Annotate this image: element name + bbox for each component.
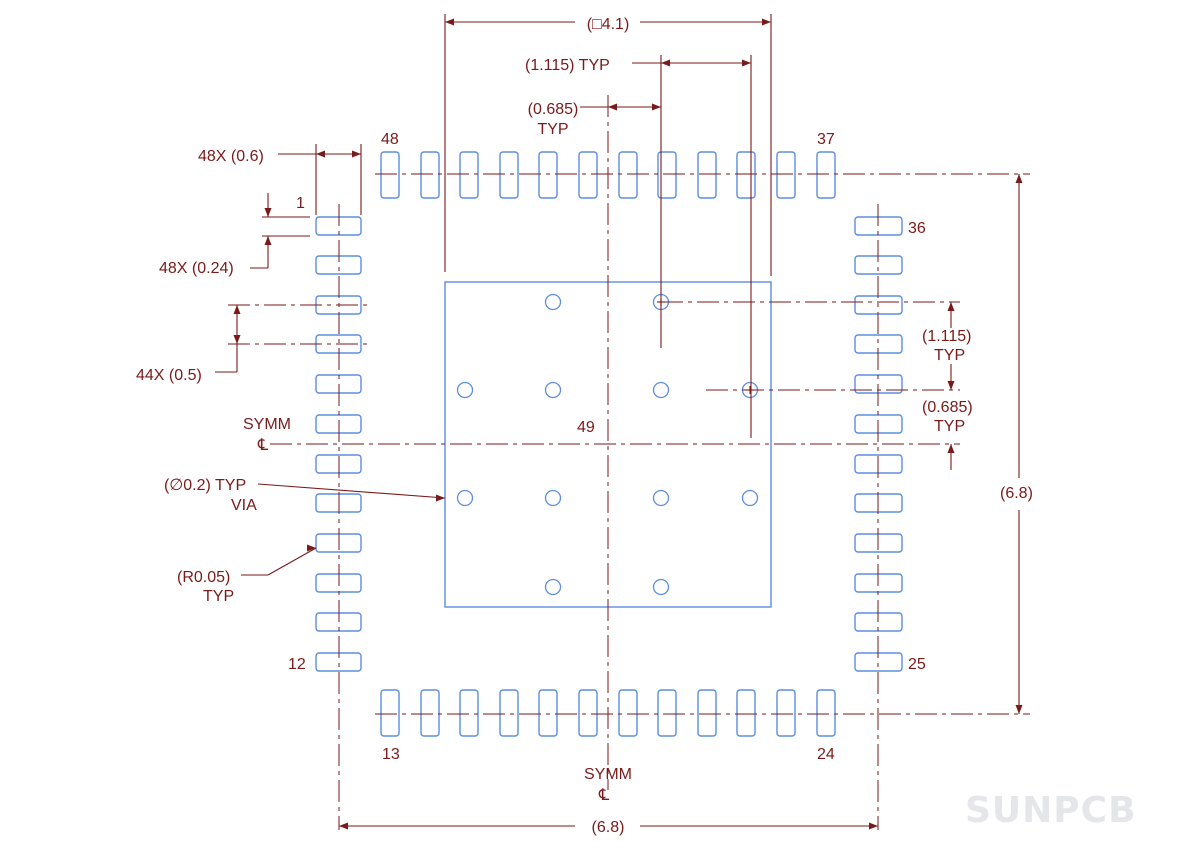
right-685-label: (0.685) [922,399,973,416]
bottom-pad [816,689,836,737]
dimension-arrow [947,444,955,453]
watermark: SUNPCB [965,790,1137,831]
via [544,578,562,596]
dimension-arrow [264,236,272,245]
right-1115-typ-label: TYP [934,347,965,364]
dimension-arrow [233,305,241,314]
symm-left-label: SYMM [243,416,291,433]
bottom-overall-label: (6.8) [592,819,625,836]
dimension-arrow [947,381,955,390]
dimension-arrow [233,335,241,344]
dimension-arrow [869,822,878,830]
bottom-pad [776,689,796,737]
dimension-line [267,547,317,576]
top-pad [459,151,479,199]
top-pad [657,151,677,199]
bottom-pad [736,689,756,737]
radius-label: (R0.05) [177,569,230,586]
top-overall-dim-label: (□4.1) [587,16,630,33]
top-pitch-1115-label: (1.115) TYP [525,57,610,74]
dimension-arrow [316,150,325,158]
top-pad [736,151,756,199]
dimension-arrow [445,18,454,26]
via [456,381,474,399]
right-1115-label: (1.115) [922,328,972,345]
bottom-pad [499,689,519,737]
top-pad [538,151,558,199]
bottom-pad [380,689,400,737]
right-685-typ-label: TYP [934,418,965,435]
via [544,293,562,311]
right-overall-label: (6.8) [1000,485,1033,502]
top-pad [697,151,717,199]
top-pad [499,151,519,199]
symm-bottom-label: SYMM [584,766,632,783]
dimension-arrow [1015,705,1023,714]
dimension-line [257,483,446,499]
top-pad [776,151,796,199]
via [652,381,670,399]
top-pad [380,151,400,199]
pad-width-label: 48X (0.6) [198,148,264,165]
top-pad [420,151,440,199]
pin-49-label: 49 [577,419,595,436]
dimension-arrow [436,494,445,502]
bottom-pad [538,689,558,737]
pin-13-label: 13 [382,746,400,763]
pin-36-label: 36 [908,220,926,237]
bottom-pad [578,689,598,737]
pin-24-label: 24 [817,746,835,763]
via [652,489,670,507]
via [652,578,670,596]
pad-length-label: 1 [296,195,305,212]
bottom-pad [420,689,440,737]
top-pitch-685-typ-label: TYP [537,121,568,138]
dimension-arrow [947,302,955,311]
via [456,489,474,507]
dimension-arrow [742,59,751,67]
pin-12-label: 12 [288,656,306,673]
via-label: VIA [231,497,257,514]
dimension-arrow [264,208,272,217]
dimension-arrow [307,544,316,552]
via [544,489,562,507]
dimension-arrow [608,103,617,111]
pitch-label: 44X (0.5) [136,367,202,384]
radius-typ-label: TYP [203,588,234,605]
pad-group [315,151,903,737]
bottom-pad [459,689,479,737]
top-pitch-685-label: (0.685) [528,101,579,118]
bottom-pad [657,689,677,737]
bottom-pad [697,689,717,737]
bottom-pad [618,689,638,737]
pin-37-label: 37 [817,131,835,148]
symm-bottom-cl-symbol: ℄ [598,787,610,804]
top-pad [578,151,598,199]
via [741,489,759,507]
dimension-lines [215,14,1030,830]
pin-48-label: 48 [381,131,399,148]
via [544,381,562,399]
pad-height-label: 48X (0.24) [159,260,234,277]
symm-left-cl-symbol: ℄ [257,437,269,454]
top-pad [618,151,638,199]
dimension-arrow [652,103,661,111]
dimension-arrow [352,150,361,158]
pin-25-label: 25 [908,656,926,673]
dimension-arrow [661,59,670,67]
top-pad [816,151,836,199]
dimension-arrow [1015,174,1023,183]
dimension-arrow [339,822,348,830]
dimension-arrow [762,18,771,26]
via-dia-label: (∅0.2) TYP [164,477,246,494]
